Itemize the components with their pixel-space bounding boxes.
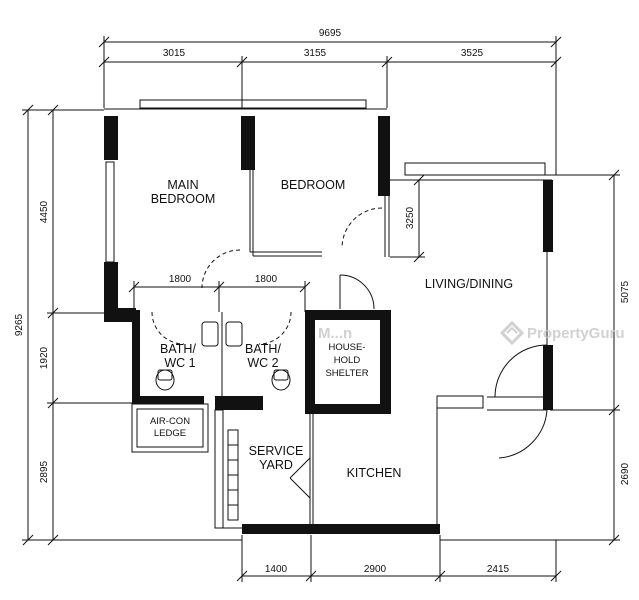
room-label-main-bedroom-line1: MAIN bbox=[167, 178, 198, 192]
bath2-door-swing bbox=[258, 311, 292, 345]
room-label-aircon-line1: AIR-CON bbox=[150, 416, 190, 427]
basin-2 bbox=[225, 321, 243, 347]
room-label-service-yard-line2: YARD bbox=[259, 458, 293, 472]
dim-left-seg-3: 2895 bbox=[39, 460, 50, 483]
dim-left-seg-1: 4450 bbox=[39, 200, 50, 223]
fixtures bbox=[155, 321, 291, 391]
room-label-shelter-line3: SHELTER bbox=[325, 368, 368, 379]
room-label-bedroom: BEDROOM bbox=[281, 178, 346, 192]
dim-bottom-seg-3: 2415 bbox=[487, 564, 510, 575]
shelter-door-swing bbox=[339, 274, 375, 310]
room-label-bath2-line2: WC 2 bbox=[247, 356, 278, 370]
dim-bottom-seg-2: 2900 bbox=[364, 564, 387, 575]
propertyguru-logo-icon bbox=[499, 320, 525, 346]
toilet-1 bbox=[155, 369, 175, 391]
dim-top-seg-3: 3525 bbox=[461, 48, 484, 59]
main-door-swing bbox=[494, 344, 548, 398]
dim-left-seg-2: 1920 bbox=[39, 346, 50, 369]
toilet-2 bbox=[271, 369, 291, 391]
watermark: M...n PropertyGuru bbox=[318, 320, 625, 346]
dim-left-total: 9265 bbox=[14, 313, 25, 336]
side-window bbox=[105, 161, 115, 263]
watermark-brand: PropertyGuru bbox=[527, 325, 625, 342]
dim-bath-width-1: 1800 bbox=[169, 274, 192, 285]
room-label-kitchen: KITCHEN bbox=[347, 466, 402, 480]
doors bbox=[151, 207, 548, 499]
watermark-partial-text: M...n bbox=[318, 325, 352, 342]
dim-bottom-seg-1: 1400 bbox=[265, 564, 288, 575]
room-label-bath1-line2: WC 1 bbox=[164, 356, 195, 370]
dim-bath-width-2: 1800 bbox=[255, 274, 278, 285]
living-window bbox=[404, 162, 546, 176]
basin-1 bbox=[201, 321, 219, 347]
bedroom-door-swing bbox=[341, 207, 383, 249]
room-label-bath2-line1: BATH/ bbox=[245, 342, 281, 356]
room-label-bath1-line1: BATH/ bbox=[160, 342, 196, 356]
main-bedroom-door-swing bbox=[201, 249, 241, 289]
room-label-service-yard-line1: SERVICE bbox=[249, 444, 304, 458]
room-label-main-bedroom-line2: BEDROOM bbox=[151, 192, 216, 206]
room-label-shelter-line1: HOUSE- bbox=[329, 342, 366, 353]
aircon-ledge-box bbox=[131, 403, 209, 453]
room-label-shelter-line2: HOLD bbox=[334, 355, 361, 366]
walls bbox=[104, 99, 553, 534]
dim-top-total: 9695 bbox=[319, 28, 342, 39]
dim-right-seg-1: 5075 bbox=[620, 280, 631, 303]
room-label-aircon-line2: LEDGE bbox=[154, 428, 186, 439]
dim-top-seg-2: 3155 bbox=[304, 48, 327, 59]
dim-top-seg-1: 3015 bbox=[163, 48, 186, 59]
dim-bedroom-window: 3250 bbox=[405, 206, 416, 229]
top-window bbox=[139, 99, 367, 109]
dim-right-seg-2: 2690 bbox=[620, 462, 631, 485]
bath1-door-swing bbox=[151, 311, 185, 345]
room-label-living-dining: LIVING/DINING bbox=[425, 277, 513, 291]
